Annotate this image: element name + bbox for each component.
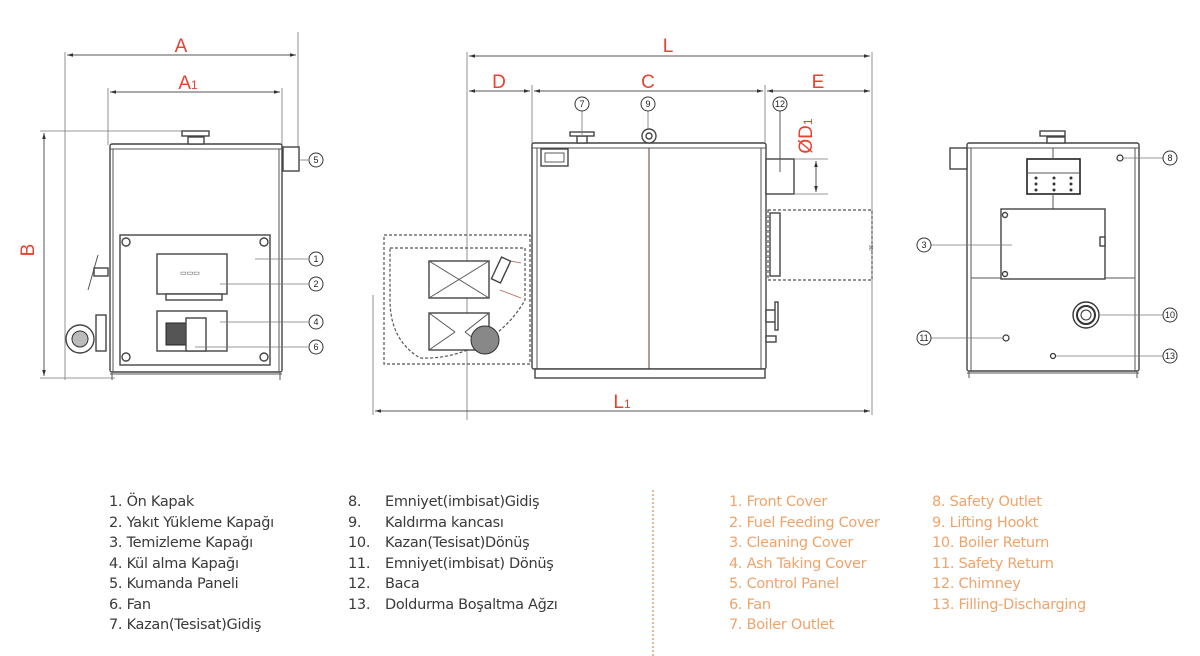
dimension-label-l1: L1 bbox=[613, 392, 631, 413]
legend-item: 2. Fuel Feeding Cover bbox=[729, 514, 880, 531]
dimension-label-l: L bbox=[663, 36, 674, 57]
dimension-label-e: E bbox=[812, 72, 825, 93]
svg-text:13: 13 bbox=[1165, 351, 1175, 361]
brand-plate-icon: ▭▭▭ bbox=[180, 270, 200, 277]
legend-item: 3. Temizleme Kapağı bbox=[109, 535, 253, 551]
legend-item: 5. Kumanda Paneli bbox=[109, 576, 239, 592]
dimension-label-d: D bbox=[492, 72, 506, 93]
svg-text:12: 12 bbox=[775, 99, 785, 109]
legend-item: 4. Ash Taking Cover bbox=[729, 555, 867, 572]
legend-item: 12.Baca bbox=[348, 576, 420, 592]
front-view: A A1 B ▭▭▭ bbox=[18, 32, 324, 380]
legend-item: 8.Emniyet(imbisat)Gidiş bbox=[348, 494, 540, 510]
svg-text:4: 4 bbox=[313, 317, 318, 327]
legend-item: 7. Boiler Outlet bbox=[729, 617, 834, 633]
legend-item: 6. Fan bbox=[729, 596, 771, 613]
side-view: L D C E ØD1 L1 90 bbox=[372, 36, 873, 420]
svg-text:9: 9 bbox=[645, 99, 650, 109]
callout-5: 5 bbox=[308, 152, 324, 168]
legend-item: 5. Control Panel bbox=[729, 576, 839, 592]
callout-7: 7 bbox=[574, 96, 590, 112]
legend-item: 11.Emniyet(imbisat) Dönüş bbox=[348, 555, 554, 572]
legend-item: 7. Kazan(Tesisat)Gidiş bbox=[109, 617, 262, 633]
legend-item: 3. Cleaning Cover bbox=[729, 535, 854, 551]
svg-text:90: 90 bbox=[867, 245, 873, 251]
legend-item: 9.Kaldırma kancası bbox=[348, 514, 504, 531]
legend-item: 12. Chimney bbox=[932, 576, 1021, 592]
dimension-label-b: B bbox=[18, 244, 39, 257]
svg-text:8: 8 bbox=[1167, 153, 1172, 163]
svg-text:2: 2 bbox=[313, 279, 318, 289]
technical-drawing: A A1 B ▭▭▭ bbox=[18, 32, 1178, 420]
legend-item: 4. Kül alma Kapağı bbox=[109, 555, 239, 572]
dimension-label-a1: A1 bbox=[178, 73, 198, 94]
legend-turkish-col1: 1. Ön Kapak 2. Yakıt Yükleme Kapağı 3. T… bbox=[109, 492, 274, 636]
legend-item: 11. Safety Return bbox=[932, 555, 1054, 572]
callout-12: 12 bbox=[772, 96, 788, 112]
legend-item: 6. Fan bbox=[109, 596, 151, 613]
legend-item: 1. Ön Kapak bbox=[109, 494, 195, 510]
legend-item: 8. Safety Outlet bbox=[932, 494, 1042, 510]
legend-item: 13. Filling-Discharging bbox=[932, 596, 1086, 613]
svg-text:3: 3 bbox=[921, 240, 926, 250]
legend-english-col1: 1. Front Cover 2. Fuel Feeding Cover 3. … bbox=[729, 492, 880, 636]
dimension-label-d1: ØD1 bbox=[796, 118, 817, 154]
legend-separator bbox=[652, 490, 654, 656]
callout-2: 2 bbox=[308, 276, 324, 292]
legend-item: 1. Front Cover bbox=[729, 494, 828, 510]
legend-item: 10.Kazan(Tesisat)Dönüş bbox=[348, 535, 530, 551]
callout-8: 8 bbox=[1162, 150, 1178, 166]
svg-text:11: 11 bbox=[919, 333, 928, 343]
callout-6: 6 bbox=[308, 339, 324, 355]
control-panel-icon bbox=[1026, 158, 1081, 195]
rear-view: 3 8 10 11 13 bbox=[916, 130, 1178, 378]
dimension-label-a: A bbox=[175, 36, 188, 57]
dimension-label-c: C bbox=[641, 72, 655, 93]
callout-1: 1 bbox=[308, 251, 324, 267]
callout-4: 4 bbox=[308, 314, 324, 330]
svg-text:10: 10 bbox=[1165, 310, 1175, 320]
svg-text:7: 7 bbox=[579, 99, 584, 109]
svg-text:1: 1 bbox=[313, 254, 318, 264]
callout-10: 10 bbox=[1162, 307, 1178, 323]
legend-item: 13.Doldurma Boşaltma Ağzı bbox=[348, 596, 558, 613]
svg-text:6: 6 bbox=[313, 342, 318, 352]
legend-item: 10. Boiler Return bbox=[932, 535, 1050, 551]
legend-item: 2. Yakıt Yükleme Kapağı bbox=[109, 514, 274, 531]
svg-text:5: 5 bbox=[313, 155, 318, 165]
legend-item: 9. Lifting Hookt bbox=[932, 514, 1039, 531]
callout-9: 9 bbox=[640, 96, 656, 112]
legend-turkish-col2: 8.Emniyet(imbisat)Gidiş 9.Kaldırma kanca… bbox=[348, 492, 558, 615]
callout-3: 3 bbox=[916, 237, 932, 253]
callout-11: 11 bbox=[916, 330, 932, 346]
legend-english-col2: 8. Safety Outlet 9. Lifting Hookt 10. Bo… bbox=[932, 492, 1086, 615]
callout-13: 13 bbox=[1162, 348, 1178, 364]
